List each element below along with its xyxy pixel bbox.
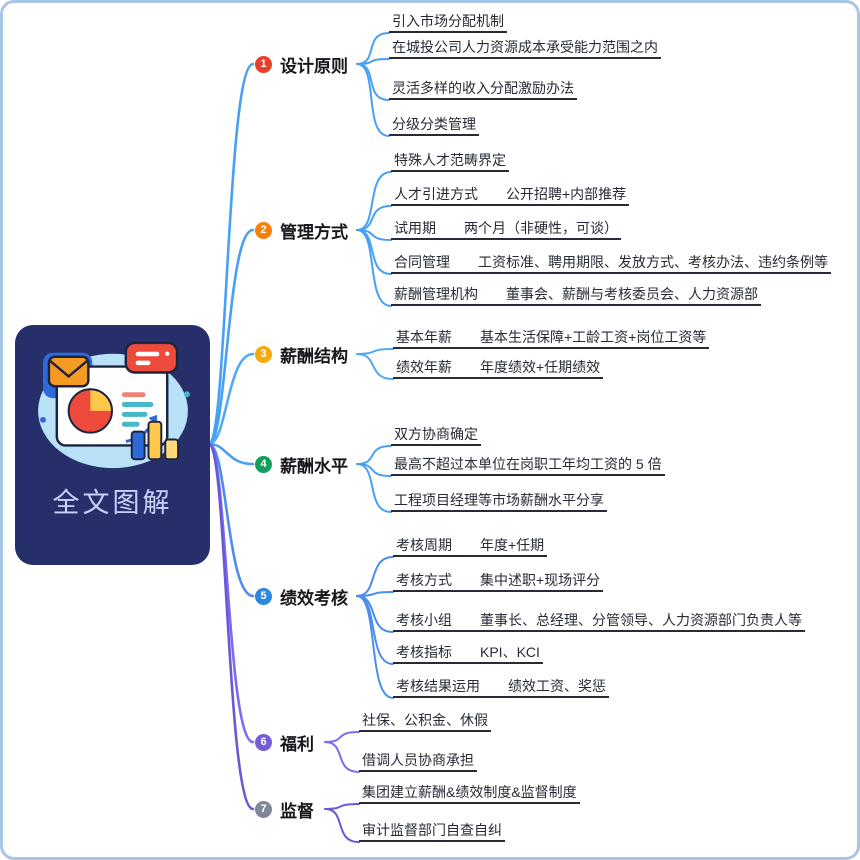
mindmap-leaf[interactable]: 集团建立薪酬&绩效制度&监督制度 [359,783,580,804]
branch-node-5[interactable]: 5 绩效考核 [255,583,348,609]
leaf-text: 工程项目经理等市场薪酬水平分享 [391,491,607,512]
branch-number-badge: 4 [255,455,272,473]
leaf-connector [483,677,505,698]
branch-number-badge: 1 [255,55,272,73]
presentation-chart-illustration [37,341,190,469]
root-node[interactable]: 全文图解 [15,325,210,565]
branch-node-4[interactable]: 4 薪酬水平 [255,451,348,477]
mindmap-leaf[interactable]: 基本年薪 基本生活保障+工龄工资+岗位工资等 [393,328,710,349]
leaf-connector [455,358,477,379]
mindmap-leaf[interactable]: 考核结果运用 绩效工资、奖惩 [393,677,609,698]
leaf-connector [455,611,477,632]
leaf-text: 考核方式 [393,571,455,592]
mindmap-leaf[interactable]: 双方协商确定 [391,425,481,446]
leaf-subtext: 绩效工资、奖惩 [505,677,609,698]
mindmap-leaf[interactable]: 借调人员协商承担 [359,751,477,772]
leaf-text: 考核小组 [393,611,455,632]
mindmap-leaf[interactable]: 灵活多样的收入分配激励办法 [389,79,577,100]
branch-label: 管理方式 [280,222,348,242]
branch-label: 福利 [280,734,314,754]
leaf-text: 人才引进方式 [391,185,481,206]
branch-node-6[interactable]: 6 福利 [255,729,314,755]
leaf-connector [453,253,475,274]
mindmap-leaf[interactable]: 合同管理 工资标准、聘用期限、发放方式、考核办法、违约条例等 [391,253,831,274]
branch-number-badge: 3 [255,345,272,363]
leaf-text: 考核指标 [393,643,455,664]
leaf-text: 绩效年薪 [393,358,455,379]
leaf-text: 集团建立薪酬&绩效制度&监督制度 [359,783,580,804]
mindmap-leaf[interactable]: 考核小组 董事长、总经理、分管领导、人力资源部门负责人等 [393,611,805,632]
mindmap-leaf[interactable]: 分级分类管理 [389,115,479,136]
branch-number-badge: 2 [255,221,272,239]
mindmap-leaf[interactable]: 在城投公司人力资源成本承受能力范围之内 [389,38,661,59]
leaf-text: 双方协商确定 [391,425,481,446]
leaf-text: 审计监督部门自查自纠 [359,821,505,842]
mindmap-leaf[interactable]: 特殊人才范畴界定 [391,151,509,172]
branch-node-7[interactable]: 7 监督 [255,796,314,822]
leaf-subtext: 公开招聘+内部推荐 [503,185,630,206]
leaf-text: 基本年薪 [393,328,455,349]
mindmap-leaf[interactable]: 试用期 两个月（非硬性，可谈） [391,219,621,240]
leaf-connector [455,536,477,557]
mindmap-leaf[interactable]: 最高不超过本单位在岗职工年均工资的 5 倍 [391,455,665,476]
leaf-text: 合同管理 [391,253,453,274]
mindmap-leaf[interactable]: 考核方式 集中述职+现场评分 [393,571,604,592]
leaf-text: 灵活多样的收入分配激励办法 [389,79,577,100]
branch-label: 薪酬水平 [280,456,348,476]
leaf-connector [481,285,503,306]
branch-number-badge: 6 [255,733,272,751]
leaf-text: 最高不超过本单位在岗职工年均工资的 5 倍 [391,455,665,476]
mindmap-leaf[interactable]: 工程项目经理等市场薪酬水平分享 [391,491,607,512]
mindmap-leaf[interactable]: 引入市场分配机制 [389,12,507,33]
mindmap-leaf[interactable]: 社保、公积金、休假 [359,711,491,732]
branch-label: 绩效考核 [280,588,348,608]
branch-number-badge: 7 [255,800,272,818]
mindmap-leaf[interactable]: 人才引进方式 公开招聘+内部推荐 [391,185,630,206]
leaf-text: 分级分类管理 [389,115,479,136]
mindmap-leaf[interactable]: 考核周期 年度+任期 [393,536,548,557]
leaf-connector [481,185,503,206]
leaf-subtext: 集中述职+现场评分 [477,571,604,592]
branch-node-3[interactable]: 3 薪酬结构 [255,341,348,367]
leaf-subtext: 年度绩效+任期绩效 [477,358,604,379]
branch-label: 监督 [280,801,314,821]
root-label: 全文图解 [52,488,173,518]
leaf-text: 薪酬管理机构 [391,285,481,306]
leaf-connector [455,643,477,664]
leaf-connector [455,571,477,592]
leaf-connector [439,219,461,240]
leaf-subtext: 董事会、薪酬与考核委员会、人力资源部 [503,285,761,306]
leaf-connector [455,328,477,349]
branch-number-badge: 5 [255,587,272,605]
leaf-text: 考核结果运用 [393,677,483,698]
leaf-text: 社保、公积金、休假 [359,711,491,732]
leaf-text: 试用期 [391,219,439,240]
branch-node-1[interactable]: 1 设计原则 [255,51,348,77]
leaf-text: 特殊人才范畴界定 [391,151,509,172]
leaf-subtext: 基本生活保障+工龄工资+岗位工资等 [477,328,710,349]
leaf-subtext: KPI、KCI [477,643,543,664]
mindmap-leaf[interactable]: 绩效年薪 年度绩效+任期绩效 [393,358,604,379]
leaf-subtext: 年度+任期 [477,536,548,557]
branch-label: 设计原则 [280,56,348,76]
branch-node-2[interactable]: 2 管理方式 [255,217,348,243]
leaf-subtext: 两个月（非硬性，可谈） [461,219,621,240]
leaf-subtext: 工资标准、聘用期限、发放方式、考核办法、违约条例等 [475,253,831,274]
branch-label: 薪酬结构 [280,346,348,366]
leaf-text: 引入市场分配机制 [389,12,507,33]
leaf-subtext: 董事长、总经理、分管领导、人力资源部门负责人等 [477,611,805,632]
mindmap-leaf[interactable]: 考核指标 KPI、KCI [393,643,543,664]
leaf-text: 在城投公司人力资源成本承受能力范围之内 [389,38,661,59]
leaf-text: 考核周期 [393,536,455,557]
leaf-text: 借调人员协商承担 [359,751,477,772]
mindmap-leaf[interactable]: 审计监督部门自查自纠 [359,821,505,842]
mindmap-leaf[interactable]: 薪酬管理机构 董事会、薪酬与考核委员会、人力资源部 [391,285,761,306]
